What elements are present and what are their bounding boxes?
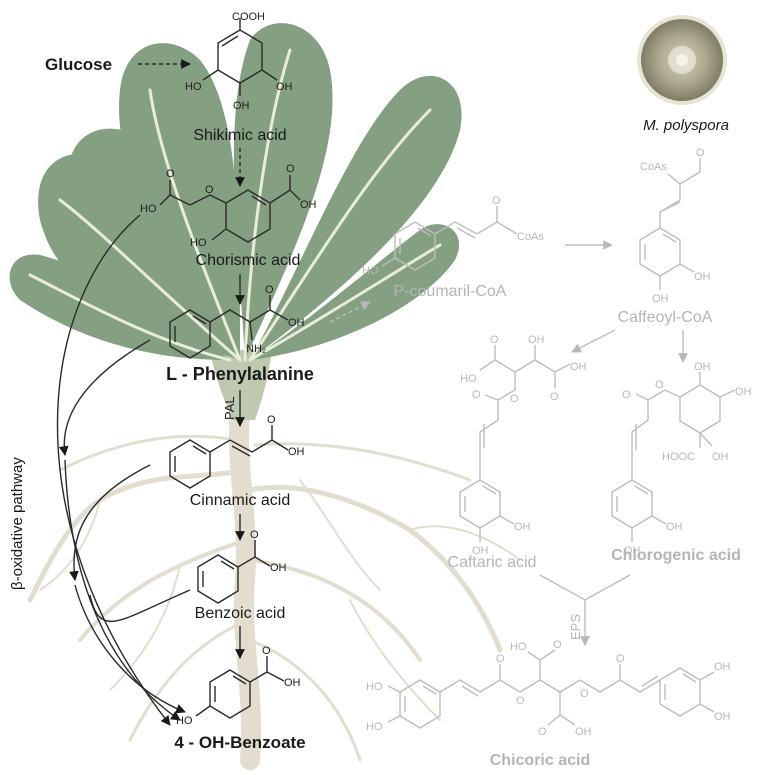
atom-oh: OH bbox=[528, 334, 545, 346]
eps-merge-arrow bbox=[539, 574, 631, 646]
atom-ho: HO bbox=[185, 81, 202, 93]
caffeoyl-to-caftaric-arrow bbox=[571, 329, 616, 353]
pal-label: PAL bbox=[222, 396, 237, 420]
atom-coas: CoAs bbox=[640, 161, 667, 173]
leaf-veins bbox=[28, 48, 442, 362]
atom-oh: OH bbox=[694, 271, 711, 283]
atom-ho: HO bbox=[366, 681, 383, 693]
coumaril-structure: O CoAs HO bbox=[362, 195, 544, 277]
atom-oh: OH bbox=[300, 199, 317, 211]
caftaric-structure: O HO OH OH O O O OH OH bbox=[459, 334, 587, 557]
atom-o: O bbox=[490, 334, 499, 346]
atom-o: O bbox=[262, 645, 271, 657]
atom-o: O bbox=[538, 726, 547, 738]
atom-o: O bbox=[580, 688, 589, 700]
chicoric-structure: HO HO O O HO O OH O O O OH OH bbox=[366, 639, 731, 738]
atom-oh: OH bbox=[288, 317, 305, 329]
chicoric-label: Chicoric acid bbox=[490, 752, 590, 769]
caffeoyl-label: Caffeoyl-CoA bbox=[618, 309, 713, 326]
roots bbox=[27, 400, 521, 770]
atom-oh: OH bbox=[288, 446, 305, 458]
atom-oh: OH bbox=[472, 545, 489, 557]
organism-label: M. polyspora bbox=[643, 117, 729, 134]
coumaril-label: P-coumaril-CoA bbox=[394, 283, 507, 300]
atom-o: O bbox=[655, 379, 664, 391]
atom-ho: HO bbox=[140, 203, 157, 215]
atom-nh2: NH₂ bbox=[246, 343, 266, 355]
beta-oxidative-arrows bbox=[56, 214, 191, 726]
atom-oh: OH bbox=[233, 100, 250, 112]
phenylalanine-structure: O OH NH₂ bbox=[169, 284, 305, 359]
atom-oh: OH bbox=[735, 386, 752, 398]
atom-o: O bbox=[622, 389, 631, 401]
atom-o: O bbox=[616, 653, 625, 665]
atom-oh: OH bbox=[276, 81, 293, 93]
atom-ho: HO bbox=[190, 237, 207, 249]
atom-ho: HO bbox=[510, 641, 527, 653]
atom-o: O bbox=[510, 393, 519, 405]
atom-o: O bbox=[250, 529, 259, 541]
glucose-label: Glucose bbox=[45, 55, 112, 74]
atom-ho: HO bbox=[366, 721, 383, 733]
leaves bbox=[9, 23, 462, 360]
atom-oh: OH bbox=[714, 661, 731, 673]
hydroxybenzoate-label: 4 - OH-Benzoate bbox=[174, 733, 305, 752]
atom-oh: OH bbox=[666, 521, 683, 533]
atom-o: O bbox=[166, 168, 175, 180]
atom-o: O bbox=[286, 163, 295, 175]
atom-o: O bbox=[496, 653, 505, 665]
cinnamic-structure: O OH bbox=[169, 414, 305, 489]
atom-ho: HO bbox=[460, 373, 477, 385]
atom-o: O bbox=[267, 414, 276, 426]
atom-ho: HO bbox=[176, 715, 193, 727]
chlorogenic-label: Chlorogenic acid bbox=[611, 547, 741, 564]
phe-to-coumaril-arrow bbox=[329, 301, 371, 323]
atom-oh: OH bbox=[575, 726, 592, 738]
atom-o: O bbox=[516, 695, 525, 707]
atom-o: O bbox=[550, 391, 559, 403]
atom-oh: OH bbox=[624, 545, 641, 557]
atom-hooc: HOOC bbox=[662, 451, 695, 463]
beta-oxidative-label: β-oxidative pathway bbox=[9, 457, 26, 590]
atom-o: O bbox=[696, 147, 705, 159]
plant-illustration bbox=[9, 23, 521, 770]
atom-oh: OH bbox=[652, 293, 669, 305]
eps-label: EPS bbox=[568, 614, 583, 640]
atom-oh: OH bbox=[514, 521, 531, 533]
chorismic-structure: OH O O O HO HO bbox=[140, 163, 317, 249]
atom-o: O bbox=[492, 195, 501, 207]
atom-cooh: COOH bbox=[232, 11, 265, 23]
atom-oh: OH bbox=[284, 677, 301, 689]
atom-oh: OH bbox=[570, 361, 587, 373]
atom-o: O bbox=[205, 184, 214, 196]
atom-o: O bbox=[553, 639, 562, 651]
atom-ho: HO bbox=[362, 265, 379, 277]
atom-oh: OH bbox=[694, 361, 711, 373]
atom-oh: OH bbox=[714, 711, 731, 723]
chorismic-label: Chorismic acid bbox=[196, 252, 301, 269]
caftaric-label: Caftaric acid bbox=[448, 554, 537, 571]
atom-oh: OH bbox=[712, 451, 729, 463]
benzoic-label: Benzoic acid bbox=[195, 605, 286, 622]
benzoic-structure: O OH bbox=[197, 529, 287, 604]
petri-dish bbox=[637, 15, 727, 105]
chlorogenic-structure: OH OH O O HOOC OH OH OH bbox=[611, 361, 752, 557]
atom-oh: OH bbox=[270, 562, 287, 574]
phenylalanine-label: L - Phenylalanine bbox=[166, 364, 314, 384]
atom-coas: CoAs bbox=[517, 231, 544, 243]
shikimic-structure: COOH HO OH OH bbox=[185, 11, 293, 112]
caffeoyl-structure: CoAs O OH OH bbox=[639, 147, 711, 305]
shikimic-label: Shikimic acid bbox=[193, 127, 286, 144]
stem bbox=[210, 350, 272, 420]
cinnamic-label: Cinnamic acid bbox=[190, 492, 290, 509]
atom-o: O bbox=[472, 389, 481, 401]
atom-o: O bbox=[265, 284, 274, 296]
